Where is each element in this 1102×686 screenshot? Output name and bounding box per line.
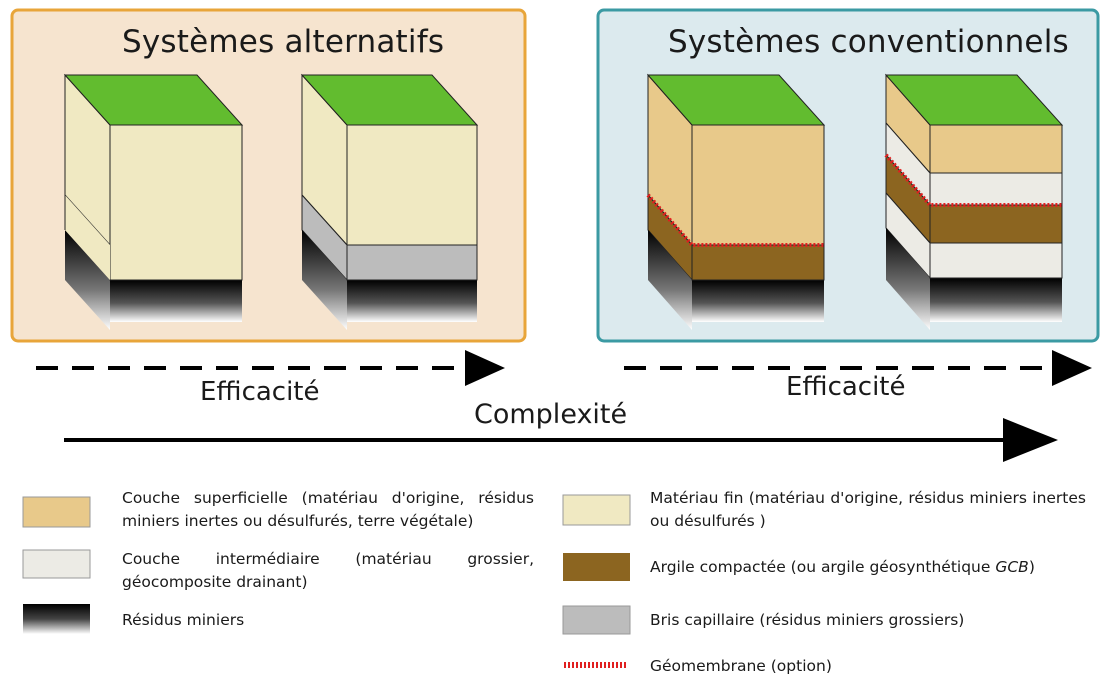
- legend-text-fine-material: Matériau fin (matériau d'origine, résidu…: [650, 489, 1086, 530]
- legend-swatch-geomembrane: [564, 662, 626, 668]
- legend-swatch-capillary-break: [562, 605, 631, 635]
- legend-text-capillary-break: Bris capillaire (résidus miniers grossie…: [650, 611, 965, 629]
- legend-text-surface-layer: Couche superficielle (matériau d'origine…: [122, 489, 534, 530]
- alternative-panel-title: Systèmes alternatifs: [122, 24, 445, 60]
- legend-text-intermediate-layer: Couche intermédiaire (matériau grossier,…: [122, 550, 534, 591]
- legend-text-compacted-clay: Argile compactée (ou argile géosynthétiq…: [650, 556, 1090, 579]
- block-conv-multilayer: [884, 73, 1064, 330]
- legend-text-compacted-clay-close: ): [1028, 558, 1035, 576]
- legend-text-tailings: Résidus miniers: [122, 611, 245, 629]
- efficiency-arrow-right: [624, 350, 1092, 386]
- legend-text-compacted-clay-main: Argile compactée (ou argile géosynthétiq…: [650, 558, 996, 576]
- legend-swatch-intermediate-layer: [22, 549, 91, 579]
- block-conv-clay-geomembrane: [646, 73, 826, 330]
- efficiency-label-left: Efficacité: [200, 377, 320, 407]
- block-alt-fine-material: [63, 73, 244, 330]
- complexity-label: Complexité: [474, 399, 628, 430]
- legend-swatch-surface-layer: [22, 496, 91, 528]
- block-alt-capillary-break: [300, 73, 479, 330]
- legend-swatch-fine-material: [562, 494, 631, 526]
- complexity-arrow: [64, 418, 1058, 462]
- efficiency-arrow-left: [36, 350, 505, 386]
- legend-text-geomembrane: Géomembrane (option): [650, 657, 832, 675]
- legend-swatch-compacted-clay: [563, 553, 630, 581]
- legend-text-compacted-clay-gcb: GCB: [995, 558, 1029, 576]
- legend-swatch-tailings: [23, 604, 90, 634]
- efficiency-label-right: Efficacité: [786, 372, 906, 402]
- conventional-panel-title: Systèmes conventionnels: [668, 24, 1069, 60]
